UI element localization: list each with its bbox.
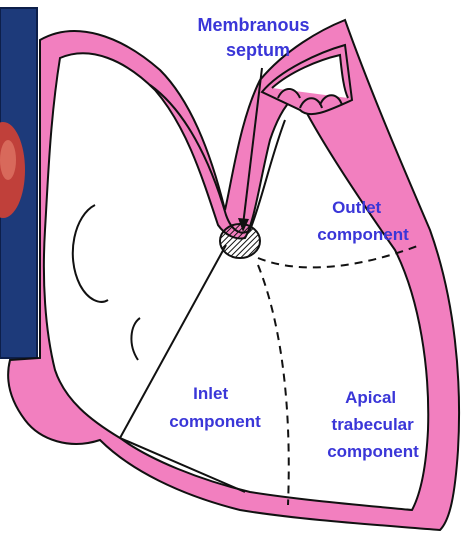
inlet-label-line1: Inlet: [193, 384, 228, 403]
membranous-label-line2: septum: [226, 40, 290, 60]
inlet-label-line2: component: [169, 412, 261, 431]
outlet-label-line1: Outlet: [332, 198, 381, 217]
membranous-label-line1: Membranous: [197, 15, 309, 35]
apical-label-line2: trabecular: [332, 415, 415, 434]
outlet-label-line2: component: [317, 225, 409, 244]
apical-label-line3: component: [327, 442, 419, 461]
inset-photo: [0, 8, 37, 358]
apical-label-line1: Apical: [345, 388, 396, 407]
membranous-septum-region: [220, 224, 260, 258]
